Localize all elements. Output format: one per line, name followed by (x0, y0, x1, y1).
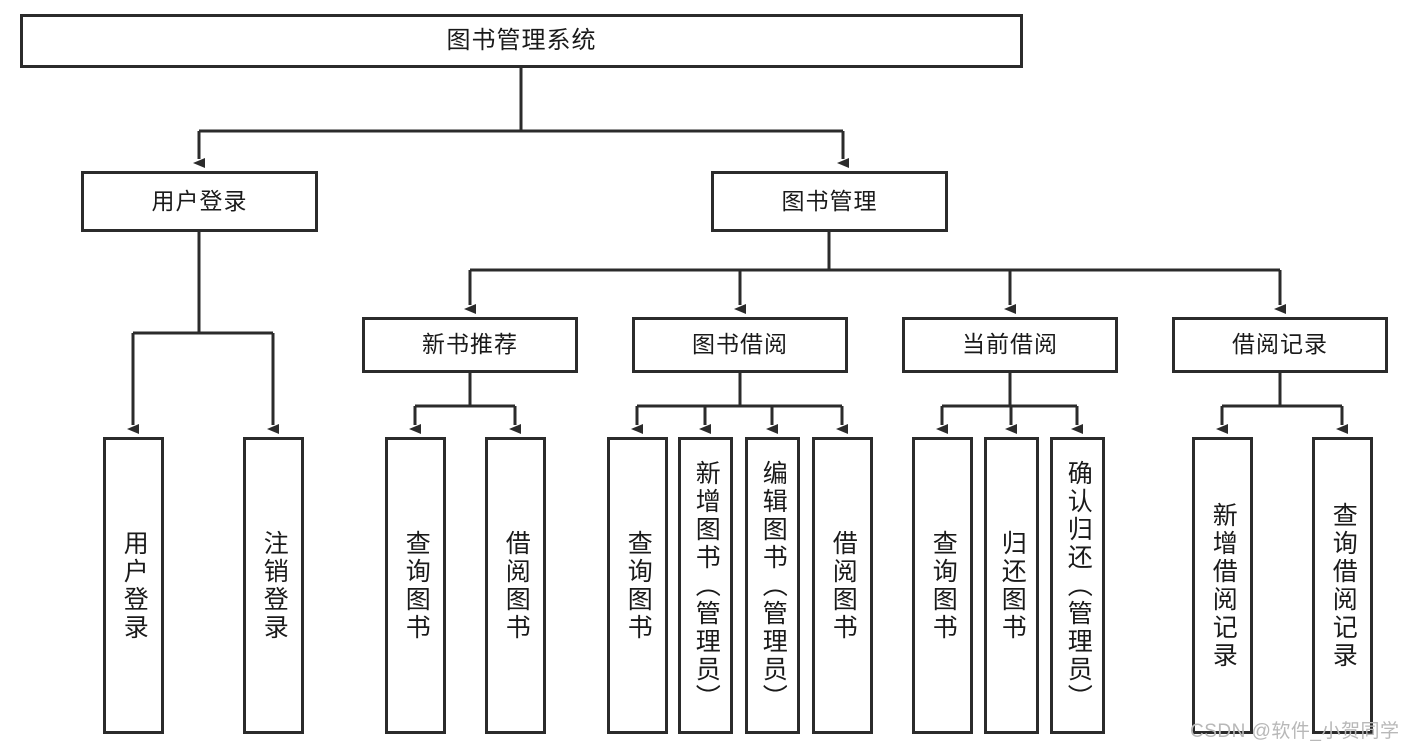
node-leaf-newbook-borrow[interactable]: 借阅图书 (485, 437, 546, 734)
edge-group-book-manage (464, 232, 1286, 314)
node-leaf-borrow-add[interactable]: 新增图书（管理员） (678, 437, 733, 734)
node-leaf-newbook-borrow-label: 借阅图书 (502, 529, 531, 642)
node-leaf-borrow-borrow-label: 借阅图书 (829, 529, 858, 642)
node-leaf-user-logout-label: 注销登录 (260, 529, 289, 642)
node-leaf-borrow-query[interactable]: 查询图书 (607, 437, 668, 734)
node-book-management-label: 图书管理 (781, 187, 878, 214)
node-book-management[interactable]: 图书管理 (711, 171, 948, 232)
node-new-book-recommend[interactable]: 新书推荐 (362, 317, 578, 373)
edge-group-record (1216, 373, 1348, 434)
node-current-borrow-label: 当前借阅 (962, 331, 1058, 358)
node-leaf-current-query-label: 查询图书 (929, 529, 958, 642)
edge-group-user-login (127, 232, 279, 434)
node-borrow-record[interactable]: 借阅记录 (1172, 317, 1388, 373)
node-leaf-record-query-label: 查询借阅记录 (1329, 501, 1358, 670)
node-leaf-current-return-label: 归还图书 (998, 529, 1027, 642)
node-leaf-current-confirm-return[interactable]: 确认归还（管理员） (1050, 437, 1105, 734)
node-borrow-record-label: 借阅记录 (1232, 331, 1328, 358)
node-leaf-user-logout[interactable]: 注销登录 (243, 437, 304, 734)
csdn-watermark: CSDN @软件_小贺同学 (1190, 721, 1400, 742)
node-book-borrow-label: 图书借阅 (692, 331, 788, 358)
node-leaf-record-query[interactable]: 查询借阅记录 (1312, 437, 1373, 734)
node-leaf-newbook-query-label: 查询图书 (402, 529, 431, 642)
node-leaf-borrow-borrow[interactable]: 借阅图书 (812, 437, 873, 734)
node-leaf-current-confirm-return-label: 确认归还（管理员） (1064, 459, 1093, 712)
node-root[interactable]: 图书管理系统 (20, 14, 1023, 68)
edge-group-current (936, 373, 1083, 434)
edge-group-borrow (631, 373, 848, 434)
edge-group-newbook (409, 373, 521, 434)
node-leaf-borrow-edit[interactable]: 编辑图书（管理员） (745, 437, 800, 734)
node-root-label: 图书管理系统 (446, 26, 597, 54)
node-leaf-record-add-label: 新增借阅记录 (1209, 501, 1238, 670)
node-book-borrow[interactable]: 图书借阅 (632, 317, 848, 373)
node-leaf-borrow-add-label: 新增图书（管理员） (692, 459, 721, 712)
node-current-borrow[interactable]: 当前借阅 (902, 317, 1118, 373)
node-leaf-borrow-query-label: 查询图书 (624, 529, 653, 642)
node-user-login[interactable]: 用户登录 (81, 171, 318, 232)
node-leaf-newbook-query[interactable]: 查询图书 (385, 437, 446, 734)
node-leaf-user-login[interactable]: 用户登录 (103, 437, 164, 734)
node-leaf-borrow-edit-label: 编辑图书（管理员） (759, 459, 788, 712)
node-leaf-user-login-label: 用户登录 (120, 529, 149, 642)
node-leaf-record-add[interactable]: 新增借阅记录 (1192, 437, 1253, 734)
edge-group-root (193, 68, 849, 168)
node-leaf-current-query[interactable]: 查询图书 (912, 437, 973, 734)
node-new-book-recommend-label: 新书推荐 (422, 331, 518, 358)
node-leaf-current-return[interactable]: 归还图书 (984, 437, 1039, 734)
node-user-login-label: 用户登录 (151, 187, 248, 214)
